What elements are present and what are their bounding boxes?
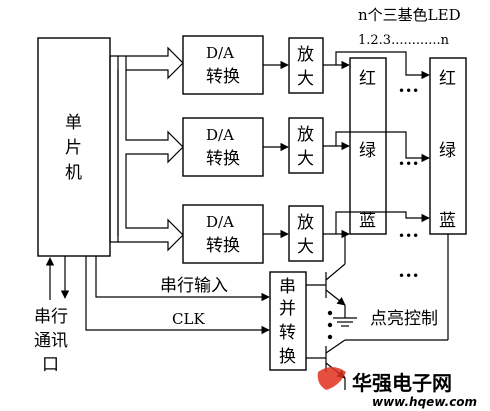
diagram-title: n个三基色LED	[358, 6, 461, 24]
ledn-blue: 蓝	[439, 211, 456, 231]
serial-port-wires	[45, 256, 70, 300]
mcu-label-3: 机	[65, 163, 82, 183]
da-label-bottom: 转换	[206, 149, 240, 169]
da-converter-1: D/A 转换	[182, 35, 264, 95]
led-strip-1: 红 绿 蓝	[349, 57, 387, 235]
ledn-red: 红	[439, 69, 456, 89]
dots-red-row: •••	[398, 84, 419, 98]
clk-label: CLK	[172, 310, 205, 328]
mcu-label-1: 单	[65, 113, 82, 133]
watermark-brand: 华强电子网	[352, 371, 452, 395]
amplifier-3: 放 大	[288, 205, 324, 262]
led-strip-n: 红 绿 蓝	[429, 57, 467, 235]
serial-input-label: 串行输入	[160, 276, 228, 296]
serial-comm-label-3: 口	[42, 355, 59, 375]
serial-comm-label-1: 串行	[34, 307, 68, 327]
amp-label-1: 放	[297, 213, 314, 233]
amp-label-2: 大	[297, 69, 314, 89]
sipo-label-3: 转	[279, 323, 296, 343]
da-label-bottom: 转换	[206, 236, 240, 256]
da-label-top: D/A	[206, 126, 234, 144]
led-index-range: 1.2.3............n	[358, 33, 450, 48]
data-bus	[109, 46, 184, 252]
dots-green-row: •••	[398, 157, 419, 171]
led1-green: 绿	[359, 141, 376, 161]
vertical-dots	[327, 310, 333, 340]
da-converter-3: D/A 转换	[182, 204, 264, 264]
serial-comm-label-2: 通讯	[34, 331, 68, 351]
led1-blue: 蓝	[359, 211, 376, 231]
da-converter-2: D/A 转换	[182, 117, 264, 177]
amp-label-1: 放	[297, 125, 314, 145]
da-label-bottom: 转换	[206, 67, 240, 87]
sipo-label-1: 串	[279, 277, 296, 297]
sipo-converter: 串 并 转 换	[269, 271, 307, 371]
amp-label-2: 大	[297, 149, 314, 169]
dots-below: •••	[398, 269, 419, 283]
transistor-1	[306, 234, 357, 327]
ledn-green: 绿	[439, 141, 456, 161]
da-label-top: D/A	[206, 213, 234, 231]
watermark: 华强电子网 www.hqew.com	[317, 367, 477, 409]
light-control-label: 点亮控制	[370, 309, 438, 329]
da-label-top: D/A	[206, 44, 234, 62]
amplifier-1: 放 大	[288, 37, 324, 94]
mcu-label-2: 片	[65, 138, 82, 158]
amplifier-2: 放 大	[288, 117, 324, 174]
sipo-label-2: 并	[279, 299, 296, 319]
amp-label-1: 放	[297, 45, 314, 65]
dots-blue-row: •••	[398, 229, 419, 243]
watermark-logo	[317, 367, 346, 390]
led1-red: 红	[359, 69, 376, 89]
mcu-block	[37, 37, 111, 257]
sipo-label-4: 换	[279, 347, 296, 367]
amp-label-2: 大	[297, 237, 314, 257]
watermark-url: www.hqew.com	[372, 395, 477, 409]
